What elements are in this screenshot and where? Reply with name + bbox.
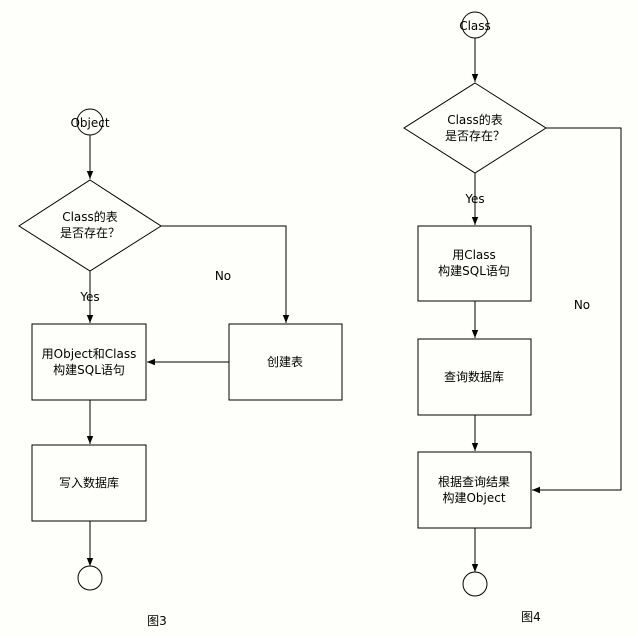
fig4-end-node (462, 571, 488, 597)
fig4-start-label: Class (459, 19, 491, 33)
fig4-build-object-box (417, 451, 532, 529)
fig4-build-object-line1: 根据查询结果 (438, 475, 510, 489)
fig3-decision-line2: 是否存在？ (60, 226, 120, 240)
fig4-caption: 图4 (521, 610, 541, 624)
fig4-build-sql-box (417, 225, 532, 302)
fig3-write-db-label: 写入数据库 (59, 475, 119, 490)
fig3-caption: 图3 (147, 614, 167, 628)
fig3-build-sql-line2: 构建SQL语句 (53, 362, 125, 377)
fig4-decision-line2: 是否存在？ (445, 129, 505, 143)
fig3-arrow-no (161, 225, 290, 323)
fig3-end-node (77, 565, 103, 591)
figure-3: Object Class的表 是否存在？ Yes No 用Object和Clas… (18, 108, 343, 628)
fig4-decision-diamond (403, 82, 547, 174)
fig3-build-sql-line1: 用Object和Class (42, 347, 137, 361)
fig3-create-table-label: 创建表 (267, 355, 303, 369)
fig4-query-db-label: 查询数据库 (444, 369, 504, 384)
fig4-build-object-line2: 构建Object (442, 490, 505, 505)
fig4-build-sql-line2: 构建SQL语句 (438, 263, 510, 278)
fig4-no-label: No (574, 298, 590, 312)
fig3-start-label: Object (70, 116, 109, 130)
fig3-write-db-box (31, 444, 147, 522)
fig4-arrow-no (532, 127, 622, 494)
fig4-build-sql-line1: 用Class (452, 248, 496, 262)
fig3-decision-line1: Class的表 (62, 209, 118, 224)
fig3-yes-label: Yes (79, 290, 99, 304)
fig4-yes-label: Yes (464, 192, 484, 206)
fig3-no-label: No (215, 269, 231, 283)
fig4-query-db-box (417, 338, 532, 416)
fig4-decision-line1: Class的表 (447, 112, 503, 127)
figure-4: Class Class的表 是否存在？ Yes No 用Class 构建SQL语… (403, 11, 622, 624)
fig3-build-sql-box (31, 323, 147, 401)
